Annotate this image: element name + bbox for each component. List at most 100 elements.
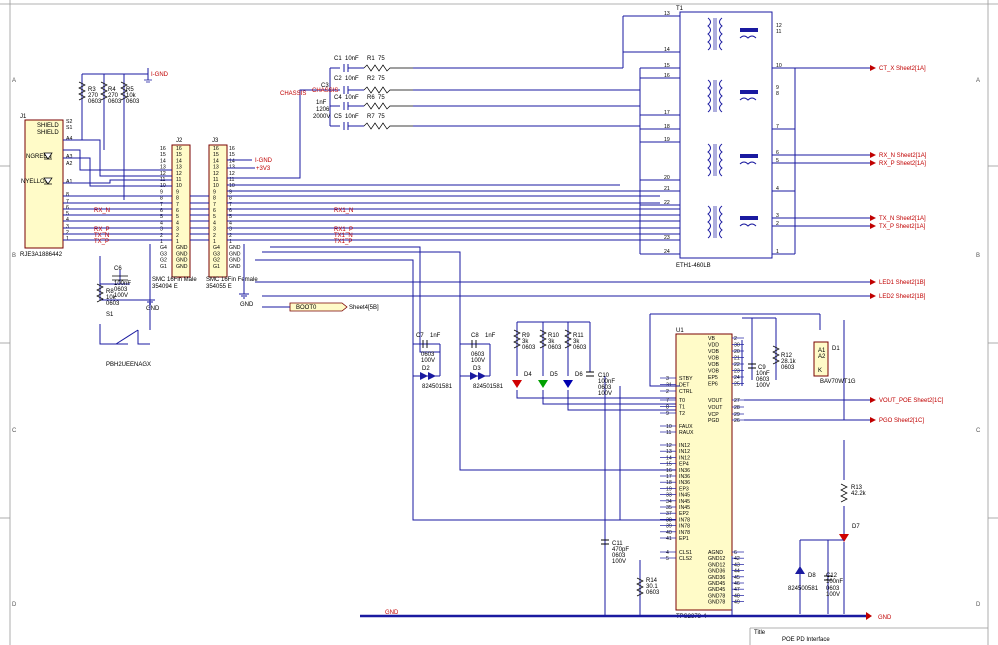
r5-ref: R5 — [126, 87, 134, 93]
port-rx_p: RX_P Sheet2[1A] — [879, 161, 926, 167]
u1-left-pin-name-9: IN12 — [679, 449, 690, 455]
u1-left-pin-name-24: CLS1 — [679, 550, 692, 556]
t1-right-pin-2: 10 — [776, 63, 782, 69]
j3-pin-12: 4 — [213, 220, 216, 226]
u1-right-pin-name-1: VDD — [708, 343, 719, 349]
u1-left-pin-name-18: IN45 — [679, 505, 690, 511]
r14-value: 30.1 — [646, 584, 658, 590]
r14-package: 0603 — [646, 590, 660, 596]
c1-value: 10nF — [345, 56, 359, 62]
j2-pin-name-1: 15 — [176, 152, 182, 158]
u1-left-pin-name-17: IN45 — [679, 499, 690, 505]
j2-pin-10: 6 — [160, 208, 163, 214]
j3-pin-8: 8 — [213, 196, 216, 202]
port-ct_x: CT_X Sheet2[1A] — [879, 66, 926, 72]
j2-pin-name-17: GND — [176, 251, 188, 257]
t1-left-pin-1: 14 — [664, 47, 670, 53]
net-i-gnd-2: I-GND — [255, 158, 273, 164]
t1-core-3 — [713, 206, 717, 238]
d4-ref: D4 — [524, 372, 532, 378]
u1-left-pin-name-20: IN78 — [679, 517, 690, 523]
u1-left-pin-num-8: 12 — [666, 443, 672, 449]
u1-left-pin-num-23: 41 — [666, 536, 672, 542]
j2-pin-name-7: 9 — [176, 189, 179, 195]
port-arrow-led1 — [870, 279, 876, 285]
rc-chain-resistor-0 — [363, 64, 413, 72]
c1-ref: C1 — [334, 56, 342, 62]
u1-right-pin-num-7: 25 — [734, 382, 740, 388]
u1-left-pin-name-23: EP1 — [679, 536, 689, 542]
rc-chain-cap-0 — [330, 64, 364, 72]
label-rx-p-j1: RX_P — [94, 227, 110, 233]
u1-right-pin-name-0: VB — [708, 336, 715, 342]
j3-pin-name-14: 2 — [229, 233, 232, 239]
u1-right-pin-num-4: 22 — [734, 362, 740, 368]
r9-ref: R9 — [522, 333, 530, 339]
u1-left-pin-name-11: EP4 — [679, 462, 689, 468]
u1-left-pin-num-25: 5 — [666, 556, 669, 562]
c8-value: 1nF — [485, 333, 496, 339]
j3-pin-name-17: GND — [229, 251, 241, 257]
net-i-gnd-1: I-GND — [151, 72, 169, 78]
u1-right-pin-num-5: 23 — [734, 369, 740, 375]
u1-right-pin-num-3: 21 — [734, 356, 740, 362]
u1-right-pin-num-9: 28 — [734, 405, 740, 411]
t1-choke-3 — [740, 216, 758, 220]
u1-left-pin-num-5: 9 — [666, 411, 669, 417]
j1-pin-11: 3 — [66, 224, 69, 230]
t1-right-pin-5: 7 — [776, 124, 779, 130]
j2-pin-name-13: 3 — [176, 227, 179, 233]
u1-right-pin-num-17: 46 — [734, 581, 740, 587]
j3-pin-name-16: GND — [229, 245, 241, 251]
rc-chain-cap-2 — [330, 102, 364, 110]
j2-pin-name-9: 7 — [176, 202, 179, 208]
j2-pin-name-2: 14 — [176, 158, 182, 164]
u1-left-pin-num-19: 37 — [666, 511, 672, 517]
j3-pin-19: G1 — [213, 264, 220, 270]
row-label-c: C — [12, 428, 17, 434]
r9-value: 3k — [522, 339, 529, 345]
c6-voltage: 100V — [114, 293, 128, 299]
u1-left-pin-num-10: 14 — [666, 455, 672, 461]
net-gnd-j2: GND — [146, 306, 160, 312]
j2-pin-name-18: GND — [176, 258, 188, 264]
j2-pin-name-11: 5 — [176, 214, 179, 220]
j3-pin-0: 16 — [213, 146, 219, 152]
ground-bus: GND GND — [360, 556, 892, 621]
port-arrow-rx_p — [870, 160, 876, 166]
r11-ref: R11 — [573, 333, 584, 339]
u1-left-pin-name-8: IN12 — [679, 443, 690, 449]
j2-pin-name-4: 12 — [176, 171, 182, 177]
t1-left-pin-4: 17 — [664, 110, 670, 116]
t1-right-pin-0: 12 — [776, 23, 782, 29]
r12-value: 28.1k — [781, 359, 797, 365]
r4-package: 0603 — [108, 99, 122, 105]
u1-right-pin-name-5: VOB — [708, 369, 719, 375]
u1-left-pin-num-18: 35 — [666, 505, 672, 511]
t1-right-pin-4: 8 — [776, 91, 779, 97]
j2-pin-name-8: 8 — [176, 196, 179, 202]
r8-package: 0603 — [106, 301, 120, 307]
t1-choke-2 — [740, 154, 758, 158]
j1-pin-10: 4 — [66, 217, 69, 223]
u1-ref: U1 — [676, 328, 684, 334]
j2-pin-13: 3 — [160, 227, 163, 233]
boot0-label: BOOT0 — [296, 305, 317, 311]
u1-left-pin-num-9: 13 — [666, 449, 672, 455]
c5-value: 10nF — [345, 114, 359, 120]
j1-ref: J1 — [20, 114, 27, 120]
r7-value: 75 — [378, 114, 385, 120]
row-label-d: D — [12, 602, 17, 608]
u1-left-pin-num-6: 10 — [666, 424, 672, 430]
port-arrow-vout — [870, 397, 876, 403]
j3-pin-4: 12 — [213, 171, 219, 177]
t1-choke-coil-0 — [739, 35, 757, 39]
boot0-port: BOOT0 Sheet4[5B] — [262, 302, 379, 312]
title-block-value: POE PD Interface — [782, 637, 830, 643]
j1-pin-13: 1 — [66, 236, 69, 242]
r1-value: 75 — [378, 56, 385, 62]
net-gnd-right: GND — [878, 615, 892, 621]
u1-right-pin-name-17: GND45 — [708, 581, 725, 587]
u1-right-pin-num-0: 2 — [734, 336, 737, 342]
u1-left-pin-name-0: STBY — [679, 376, 693, 382]
